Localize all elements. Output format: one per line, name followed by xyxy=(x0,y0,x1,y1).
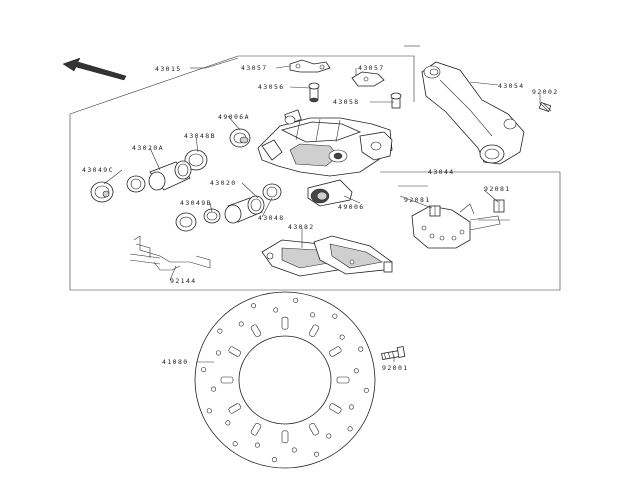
label-92144: 92144 xyxy=(170,277,197,285)
front-direction-arrow-icon xyxy=(62,57,127,81)
label-92001: 92001 xyxy=(382,364,409,372)
disc-slot xyxy=(228,403,242,414)
disc-slot xyxy=(228,346,242,357)
label-41080: 41080 xyxy=(162,358,189,366)
label-43020a: 43020A xyxy=(132,144,164,152)
label-43058: 43058 xyxy=(333,98,360,106)
label-43049b: 43049B xyxy=(180,199,212,207)
label-43020: 43020 xyxy=(210,179,237,187)
label-43048: 43048 xyxy=(258,214,285,222)
caliper-body xyxy=(257,117,393,177)
disc-hole xyxy=(291,447,297,453)
disc-hole xyxy=(206,408,212,414)
caliper-cap-right xyxy=(351,71,385,87)
pad-spring-92144 xyxy=(129,235,211,271)
disc-slot xyxy=(281,430,289,444)
label-92081-left: 92081 xyxy=(404,196,431,204)
disc-hole xyxy=(347,426,353,432)
disc-hole xyxy=(310,312,316,318)
pin-92081-right xyxy=(493,199,505,213)
label-43044: 43044 xyxy=(428,168,455,176)
seal-43049b xyxy=(175,208,221,232)
disc-slot xyxy=(220,376,234,384)
disc-hole xyxy=(216,350,222,356)
bolt-92002 xyxy=(538,101,552,113)
bleed-cap xyxy=(289,59,331,73)
label-43056: 43056 xyxy=(258,83,285,91)
disc-hole xyxy=(358,346,364,352)
label-43057-left: 43057 xyxy=(241,64,268,72)
disc-hole xyxy=(273,307,279,313)
leader-lines xyxy=(103,57,541,363)
disc-hole xyxy=(238,321,244,327)
disc-hole xyxy=(201,367,207,373)
piston-43020 xyxy=(224,195,265,224)
disc-hole xyxy=(332,313,338,319)
label-43054: 43054 xyxy=(498,82,525,90)
disc-hole xyxy=(251,303,257,309)
disc-slot xyxy=(336,376,350,384)
piston-seal-43048b xyxy=(184,149,208,171)
caliper-assembly-frame xyxy=(238,55,415,102)
label-43057-right: 43057 xyxy=(358,64,385,72)
pad-holder-43044 xyxy=(411,203,501,249)
disc-hole xyxy=(326,433,332,439)
label-49006: 49006 xyxy=(338,203,365,211)
disc-hole xyxy=(217,328,223,334)
seal-43048 xyxy=(262,183,282,201)
pin-92081-left xyxy=(429,205,441,217)
label-43049c: 43049C xyxy=(82,166,114,174)
label-43082: 43082 xyxy=(288,223,315,231)
disc-hole xyxy=(313,451,319,457)
disc-slot xyxy=(328,403,342,414)
disc-hole xyxy=(211,386,217,392)
disc-hole xyxy=(339,334,345,340)
seal-43049c xyxy=(90,181,114,203)
disc-slot xyxy=(250,324,262,338)
dust-seal-49006a xyxy=(229,128,251,148)
disc-hole xyxy=(353,368,359,374)
disc-hole xyxy=(254,442,260,448)
disc-hole xyxy=(363,387,369,393)
disc-slot xyxy=(328,346,342,357)
label-92002: 92002 xyxy=(532,88,559,96)
disc-hole xyxy=(293,297,299,303)
bleed-valve xyxy=(308,82,320,103)
label-92081-right: 92081 xyxy=(484,185,511,193)
piston-43020a xyxy=(126,160,192,193)
label-49006a: 49006A xyxy=(218,113,250,121)
bolt-43058 xyxy=(390,92,402,109)
caliper-bracket-43054 xyxy=(421,61,525,165)
slide-pin-sleeve xyxy=(284,109,302,125)
label-43048b: 43048B xyxy=(184,132,216,140)
disc-hole xyxy=(225,420,231,426)
disc-slot xyxy=(308,422,320,436)
disc-hole xyxy=(232,441,238,447)
label-43015: 43015 xyxy=(155,65,182,73)
disc-hole xyxy=(271,457,277,463)
brake-pads-43082 xyxy=(261,235,393,277)
disc-slot xyxy=(281,316,289,330)
disc-slot xyxy=(250,422,262,436)
disc-bolt-92001 xyxy=(381,346,406,360)
brake-disc-41080 xyxy=(194,291,376,469)
boot-49006 xyxy=(307,179,353,207)
disc-hole xyxy=(348,404,354,410)
disc-slot xyxy=(308,324,320,338)
